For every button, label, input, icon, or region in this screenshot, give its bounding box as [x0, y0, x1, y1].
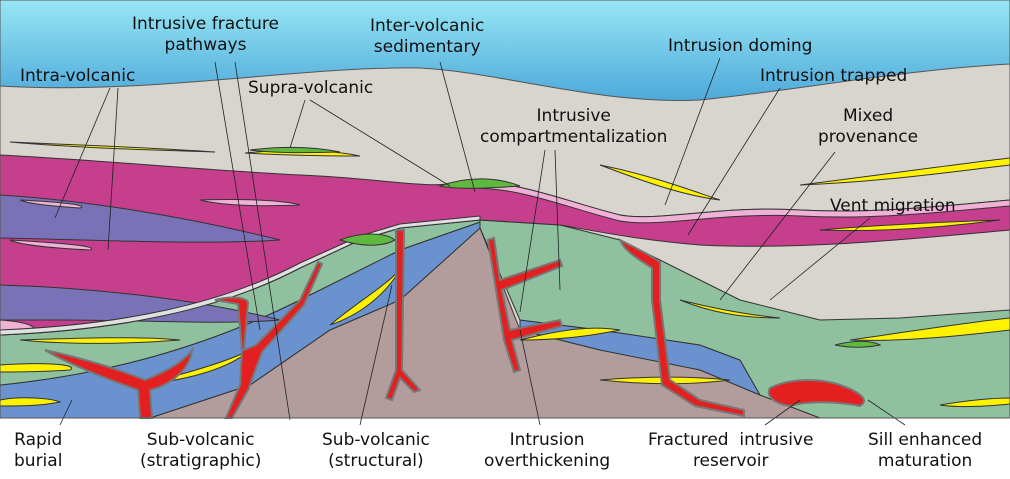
pink-sediment-lens [9, 239, 93, 251]
label-sub-volcanic-structural: Sub-volcanic(structural) [322, 430, 430, 472]
label-line: Intrusion [509, 430, 585, 450]
label-line: pathways [164, 35, 247, 55]
label-intra-volcanic: Intra-volcanic [20, 66, 136, 86]
leader-line [554, 149, 561, 291]
label-line: burial [14, 451, 63, 471]
green-lens [249, 146, 341, 154]
sea-water [0, 0, 1010, 102]
reservoir-sand [939, 397, 1010, 408]
pink-sediment-lens [199, 198, 301, 207]
reservoir-sand [819, 219, 1001, 231]
leader-line [719, 151, 836, 301]
label-line: Mixed [842, 106, 894, 126]
leader-line [867, 399, 906, 426]
green-lens [834, 340, 882, 348]
label-vent-migration: Vent migration [830, 196, 956, 216]
leader-line [519, 329, 541, 426]
leader-line [234, 61, 291, 421]
sill-intrusion [486, 236, 564, 374]
ash-band [0, 215, 481, 336]
sill-intrusion [44, 346, 194, 419]
reservoir-sand [849, 317, 1010, 341]
leader-line [519, 149, 546, 313]
sill-intrusion [618, 237, 745, 418]
reservoir-sand [519, 327, 621, 341]
label-line: Inter-volcanic [370, 16, 485, 36]
reservoir-sand [19, 337, 181, 344]
sill-intrusion [767, 379, 865, 408]
label-sub-volcanic-stratigraphic: Sub-volcanic(stratigraphic) [140, 430, 261, 472]
reservoir-sand [799, 157, 1010, 186]
label-intrusion-doming: Intrusion doming [668, 36, 813, 56]
label-intrusion-trapped: Intrusion trapped [760, 66, 908, 86]
label-line: sedimentary [373, 37, 481, 57]
pink-sediment-lens [19, 199, 83, 209]
label-line: Rapid [14, 430, 63, 450]
leader-line [54, 87, 111, 219]
dyke-intrusion [384, 229, 422, 402]
label-line: Sub-volcanic [322, 430, 430, 450]
leader-line [769, 217, 871, 301]
leader-line [687, 87, 781, 236]
leader-line [664, 57, 721, 206]
reservoir-sand [679, 299, 781, 319]
label-line: maturation [877, 451, 973, 471]
label-line: Sub-volcanic [146, 430, 255, 450]
leader-line [214, 61, 261, 331]
leader-line [439, 61, 476, 193]
pink-sediment-band [459, 181, 1010, 224]
reservoir-sand [0, 363, 73, 373]
leader-line [289, 99, 306, 149]
leader-line [764, 399, 801, 426]
label-line: Fractured intrusive [648, 430, 814, 450]
label-line: Intrusive [536, 106, 611, 126]
leader-line [309, 99, 451, 187]
label-supra-volcanic: Supra-volcanic [248, 78, 374, 98]
label-line: compartmentalization [480, 127, 668, 147]
green-sediment-block [479, 219, 1010, 419]
leader-line [359, 284, 393, 426]
label-line: Sill enhanced [868, 430, 983, 450]
label-line: reservoir [692, 451, 769, 471]
reservoir-sand [599, 164, 721, 201]
label-line: (stratigraphic) [140, 451, 262, 471]
label-line: Intrusive fracture [132, 14, 279, 34]
leader-line [59, 399, 73, 426]
leader-line [107, 87, 119, 251]
reservoir-sand [0, 397, 62, 407]
label-line: provenance [818, 127, 919, 147]
green-lens [438, 178, 521, 189]
label-line: (structural) [328, 451, 424, 471]
label-line: overthickening [484, 451, 611, 471]
